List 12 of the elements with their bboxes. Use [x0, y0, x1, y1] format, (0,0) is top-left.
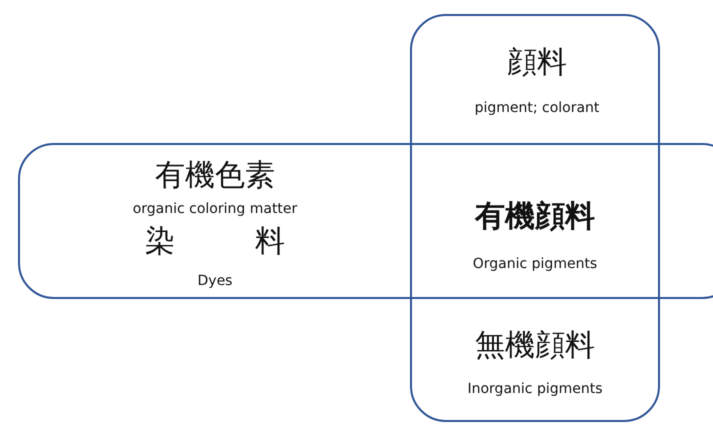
region-heading: 有機色素: [154, 157, 276, 195]
region-subtitle: organic coloring matter: [132, 201, 298, 217]
region-heading: 染料: [144, 223, 365, 261]
rounded-region: [18, 143, 713, 299]
category-subtitle: Inorganic pigments: [466, 381, 604, 397]
region-heading: 顔料: [506, 44, 568, 82]
rounded-region: [410, 14, 660, 422]
region-subtitle: pigment; colorant: [474, 100, 600, 116]
category-heading: 無機顔料: [474, 327, 596, 365]
category-subtitle: Organic pigments: [472, 256, 598, 272]
category-heading: 有機顔料: [474, 198, 596, 236]
region-subtitle: Dyes: [196, 273, 234, 289]
